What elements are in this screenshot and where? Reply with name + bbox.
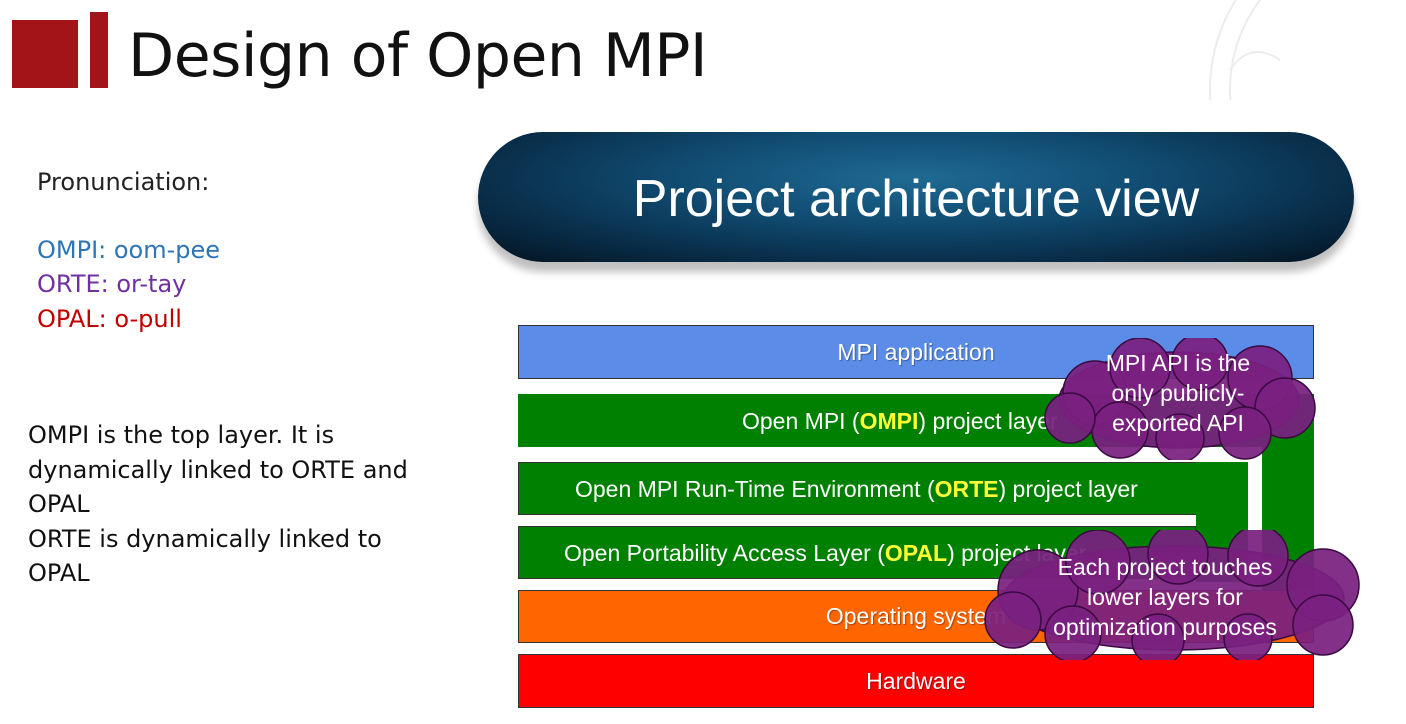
- orte-acronym: ORTE: [934, 476, 999, 502]
- university-seal-watermark: [1209, 0, 1281, 100]
- layer-ompi-label: Open MPI (OMPI) project layer: [742, 408, 1058, 434]
- description-line: dynamically linked to ORTE and: [28, 455, 408, 484]
- banner-title: Project architecture view: [632, 170, 1200, 228]
- pronunciation-label: Pronunciation:: [37, 168, 210, 196]
- description-line: ORTE is dynamically linked to: [28, 524, 382, 553]
- layer-orte-band: [518, 462, 1248, 515]
- ompi-acronym: OMPI: [859, 408, 919, 434]
- slide-title: Design of Open MPI: [128, 21, 708, 91]
- api-callout-cloud: [1044, 338, 1316, 460]
- pronunciation-orte: ORTE: or-tay: [37, 270, 187, 298]
- opal-acronym: OPAL: [884, 540, 948, 566]
- description-line: OPAL: [28, 559, 90, 587]
- touch-callout-text: Each project touches lower layers for op…: [1053, 554, 1277, 640]
- brand-bar: [90, 12, 108, 88]
- layer-hardware: Hardware: [518, 654, 1314, 708]
- brand-block: [12, 20, 78, 88]
- layer-opal-label: Open Portability Access Layer (OPAL) pro…: [564, 540, 1087, 566]
- api-callout-text: MPI API is the only publicly- exported A…: [1105, 350, 1251, 436]
- pronunciation-ompi: OMPI: oom-pee: [37, 236, 221, 264]
- description-line: OMPI is the top layer. It is: [28, 421, 335, 449]
- touch-callout-cloud: [984, 530, 1360, 660]
- architecture-banner: [478, 132, 1354, 262]
- pronunciation-opal: OPAL: o-pull: [37, 305, 182, 333]
- layer-orte-label: Open MPI Run-Time Environment (ORTE) pro…: [575, 476, 1138, 502]
- layer-description: OMPI is the top layer. It is dynamically…: [28, 418, 458, 591]
- description-line: OPAL: [28, 490, 90, 518]
